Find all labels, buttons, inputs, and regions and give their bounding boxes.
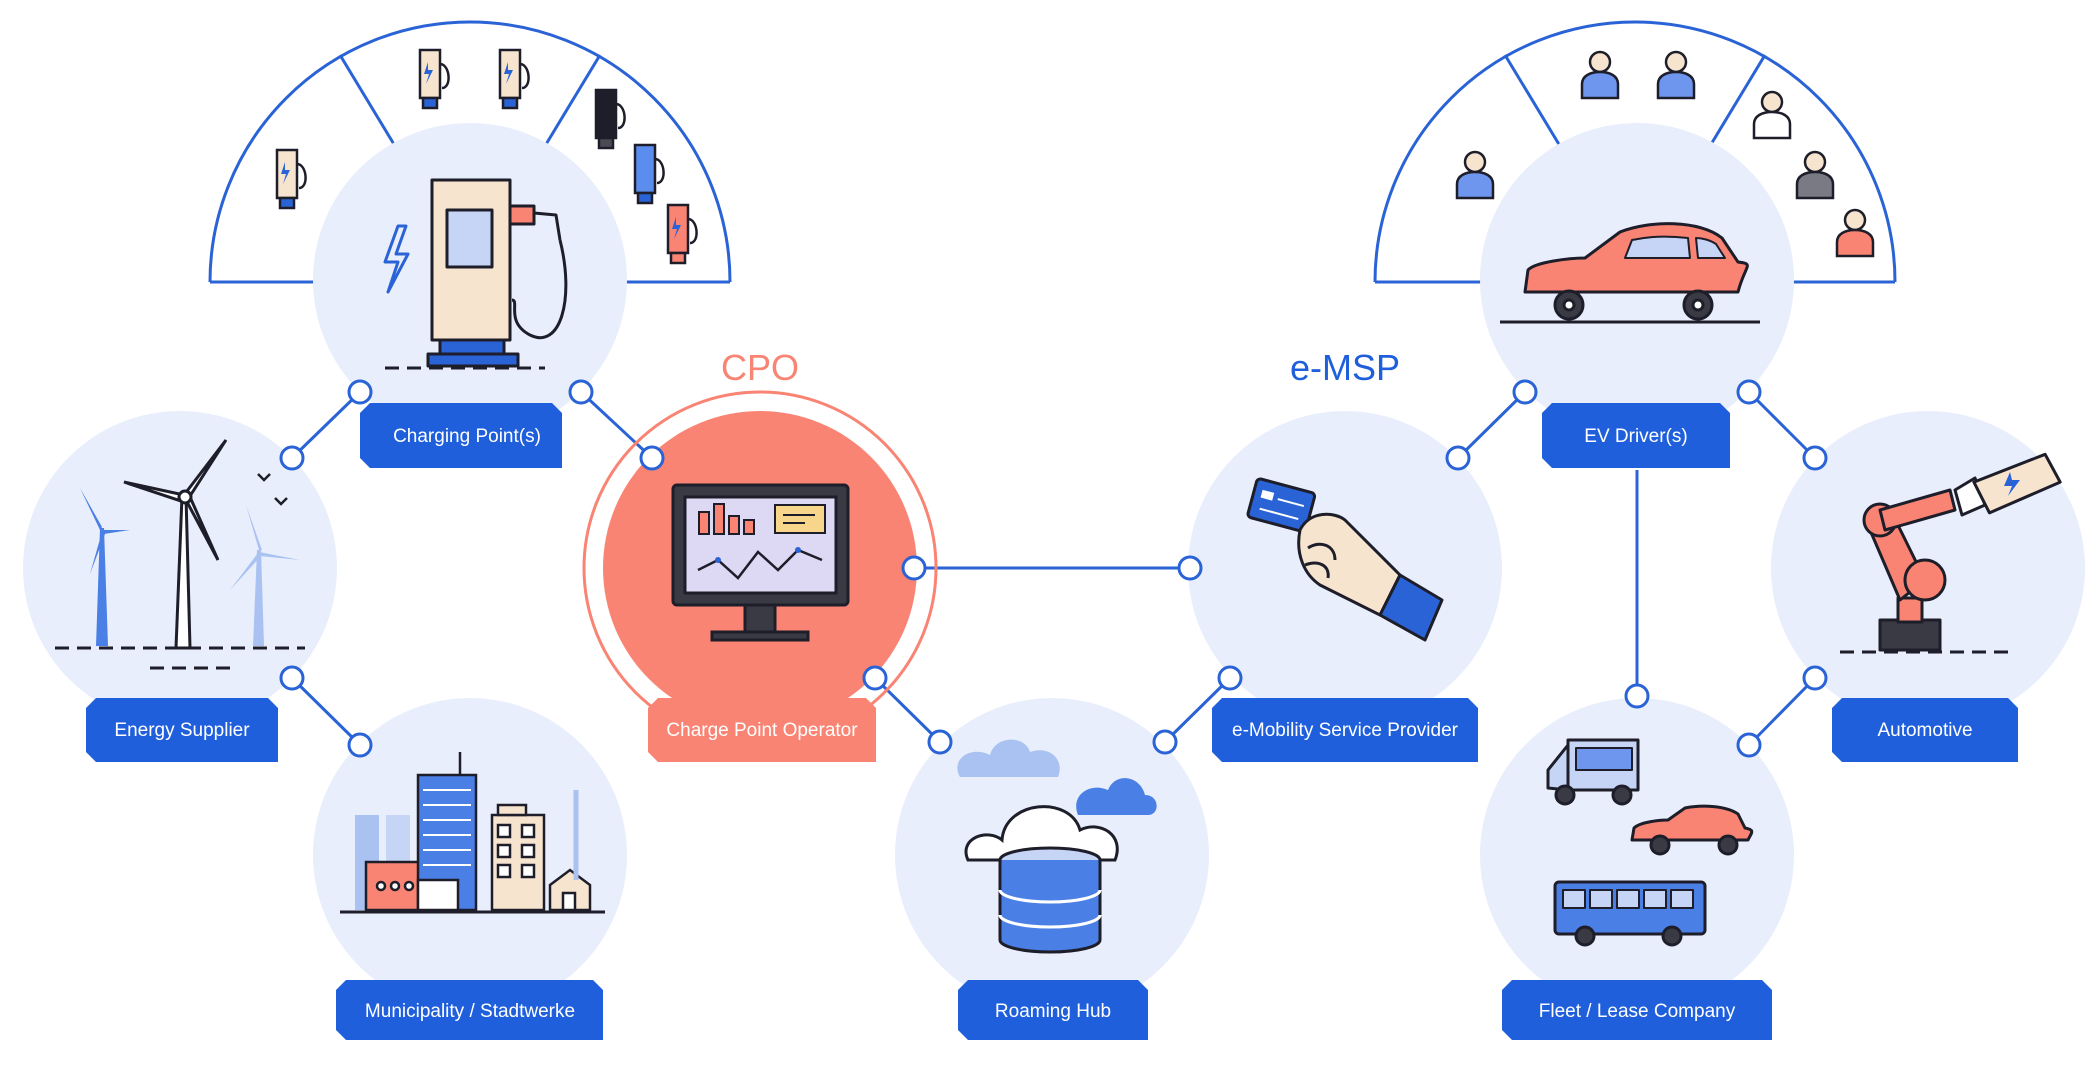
wind-turbine-icon <box>55 439 305 670</box>
connector-lines <box>290 390 1817 747</box>
person-icon <box>1656 50 1696 100</box>
label-emsp-text: e-Mobility Service Provider <box>1232 720 1459 741</box>
cpo-heading: CPO <box>721 347 799 388</box>
label-energy-supplier[interactable]: Energy Supplier <box>86 698 278 762</box>
car-icon <box>1500 222 1760 324</box>
label-charging-points-text: Charging Point(s) <box>393 426 541 447</box>
label-roaming-hub-text: Roaming Hub <box>995 1001 1111 1022</box>
connector-dots <box>279 379 1828 758</box>
small-charger-icon <box>498 48 530 110</box>
label-automotive-text: Automotive <box>1877 720 1972 741</box>
label-fleet[interactable]: Fleet / Lease Company <box>1502 980 1772 1040</box>
label-ev-drivers[interactable]: EV Driver(s) <box>1542 403 1730 468</box>
label-roaming-hub[interactable]: Roaming Hub <box>958 980 1148 1040</box>
label-fleet-text: Fleet / Lease Company <box>1539 1001 1736 1022</box>
person-icon <box>1455 150 1495 200</box>
cloud-database-icon <box>957 739 1157 954</box>
emsp-heading: e-MSP <box>1290 347 1400 388</box>
city-icon <box>340 752 605 914</box>
label-energy-supplier-text: Energy Supplier <box>114 720 250 741</box>
hand-card-icon <box>1246 477 1444 642</box>
person-icon <box>1752 90 1792 140</box>
charging-station-icon <box>383 178 568 370</box>
label-ev-drivers-text: EV Driver(s) <box>1584 426 1687 447</box>
person-icons <box>1455 50 1875 258</box>
person-icon <box>1580 50 1620 100</box>
label-emsp[interactable]: e-Mobility Service Provider <box>1212 698 1478 762</box>
monitor-icon <box>671 483 850 642</box>
robot-arm-icon <box>1840 452 2062 654</box>
label-municipality-text: Municipality / Stadtwerke <box>365 1001 575 1022</box>
label-cpo[interactable]: Charge Point Operator <box>648 698 876 762</box>
small-charger-icon <box>275 148 307 210</box>
person-icon <box>1835 208 1875 258</box>
small-charger-icons <box>275 48 698 265</box>
small-charger-icon <box>418 48 450 110</box>
fleet-vehicles-icon <box>1546 738 1754 947</box>
sedan-icon <box>1630 804 1754 856</box>
person-icon <box>1795 150 1835 200</box>
bus-icon <box>1553 880 1707 947</box>
label-charging-points[interactable]: Charging Point(s) <box>360 403 562 468</box>
small-charger-icon <box>633 143 665 205</box>
label-municipality[interactable]: Municipality / Stadtwerke <box>336 980 603 1040</box>
label-automotive[interactable]: Automotive <box>1832 698 2018 762</box>
small-charger-icon <box>594 88 626 150</box>
small-charger-icon <box>666 203 698 265</box>
van-icon <box>1546 738 1640 806</box>
label-cpo-text: Charge Point Operator <box>666 720 858 741</box>
